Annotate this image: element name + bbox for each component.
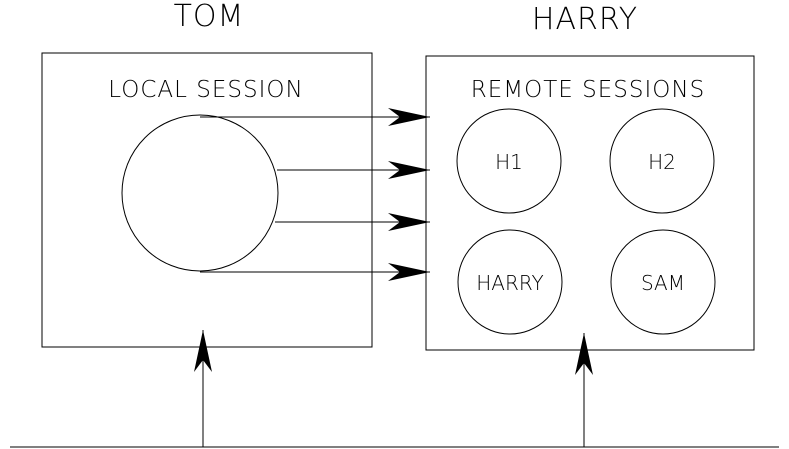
session-arrow-4 <box>200 263 430 281</box>
remote-session-harry: HARRY <box>457 229 563 335</box>
remote-session-sam: SAM <box>610 229 716 335</box>
remote-session-label: H1 <box>495 150 523 174</box>
remote-session-label: HARRY <box>476 271 543 295</box>
session-arrow-1 <box>200 108 430 126</box>
remote-sessions-label: REMOTE SESSIONS <box>471 77 705 103</box>
remote-session-h2: H2 <box>609 108 715 214</box>
local-network-connector <box>194 330 212 447</box>
local-session-circle <box>121 114 279 272</box>
session-arrow-3 <box>275 213 430 231</box>
remote-session-label: H2 <box>648 150 676 174</box>
remote-session-label: SAM <box>641 271 685 295</box>
session-arrow-2 <box>277 161 430 179</box>
remote-session-h1: H1 <box>456 108 562 214</box>
local-session-label: LOCAL SESSION <box>108 77 303 103</box>
remote-network-connector <box>575 333 593 447</box>
right-machine-title: HARRY <box>532 2 638 37</box>
left-machine-title: TOM <box>174 0 245 34</box>
